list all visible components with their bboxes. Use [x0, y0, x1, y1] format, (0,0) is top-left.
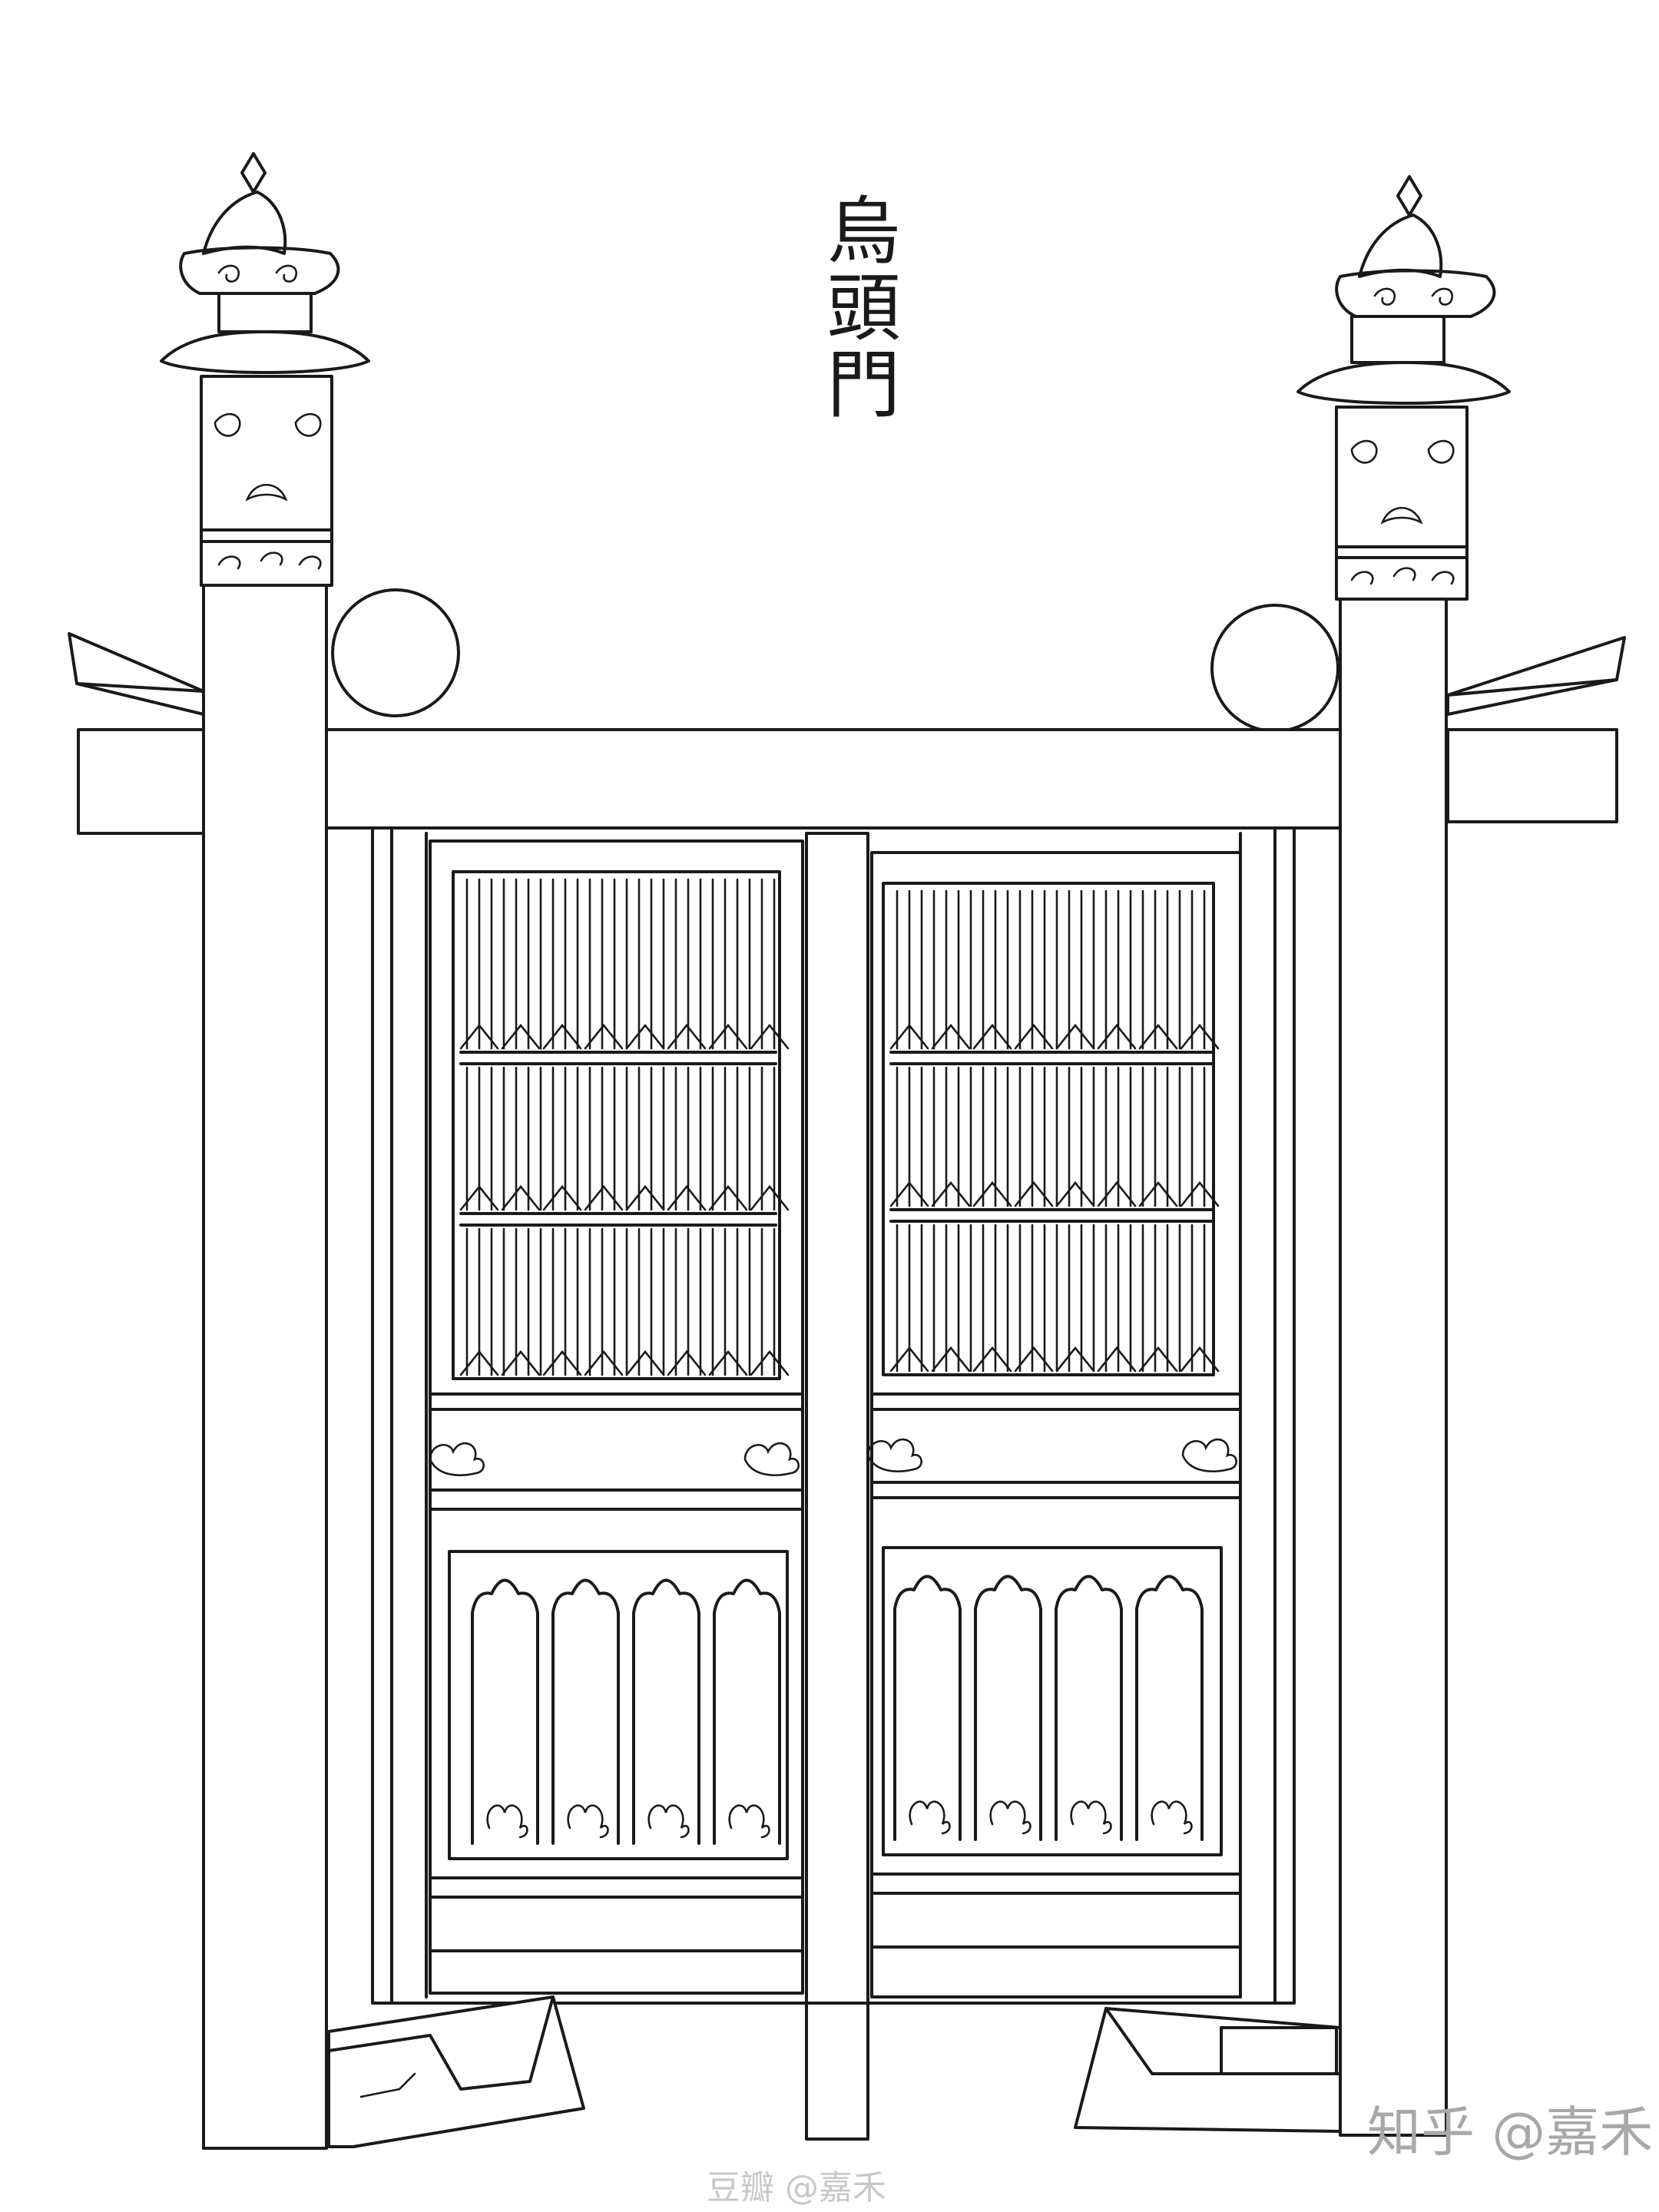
slat-zigzag: [889, 1023, 1220, 1050]
right-beam-stub: [1446, 728, 1618, 823]
cloud-motif: [909, 1800, 951, 1835]
gate-title: 烏頭門: [814, 192, 900, 422]
cloud-motifs: [429, 1438, 1237, 1476]
arched-panel: [471, 1578, 539, 1845]
left-ball-ornament: [331, 588, 460, 717]
cloud-motif: [647, 1804, 690, 1839]
slat-zigzag: [889, 1346, 1220, 1373]
arched-panel: [713, 1578, 781, 1845]
cloud-motif: [1070, 1800, 1112, 1835]
arched-panel: [1135, 1575, 1204, 1841]
arched-panel: [1055, 1575, 1123, 1841]
right-door-stone: [1074, 2007, 1342, 2133]
left-beam-stub: [77, 728, 207, 835]
arched-panel: [893, 1575, 962, 1841]
arched-panel: [551, 1578, 620, 1845]
top-beam: [325, 728, 1342, 830]
arched-panel: [974, 1575, 1042, 1841]
cloud-motif: [429, 1442, 485, 1476]
right-door-leaf: [870, 851, 1242, 1998]
right-finial: [1296, 175, 1511, 601]
left-door-leaf: [429, 839, 804, 1995]
cloud-motif: [728, 1804, 770, 1839]
right-ball-ornament: [1210, 604, 1339, 733]
slat-zigzag: [459, 1023, 790, 1050]
slat-zigzag: [889, 1181, 1220, 1207]
right-post: [1339, 598, 1448, 2137]
left-door-stone: [327, 1995, 585, 2148]
cloud-motif: [989, 1800, 1031, 1835]
cloud-motif: [567, 1804, 609, 1839]
watermark-zhihu: 知乎 @嘉禾: [1367, 2101, 1654, 2164]
arched-panels: [471, 1575, 1204, 1845]
cloud-motif: [1151, 1800, 1193, 1835]
cloud-motif: [1181, 1438, 1237, 1472]
arched-panel: [632, 1578, 700, 1845]
right-wing-roof: [1446, 636, 1626, 716]
left-post: [202, 584, 328, 2150]
cloud-motif: [743, 1442, 800, 1476]
cloud-motif: [486, 1804, 528, 1839]
left-finial: [160, 152, 370, 587]
slat-zigzag: [459, 1349, 790, 1376]
slat-zigzag: [459, 1184, 790, 1211]
door-slats: [459, 878, 1220, 1376]
cloud-motif: [866, 1438, 922, 1472]
watermark-douban: 豆瓣 @嘉禾: [707, 2168, 886, 2207]
left-wing-roof: [68, 632, 205, 716]
